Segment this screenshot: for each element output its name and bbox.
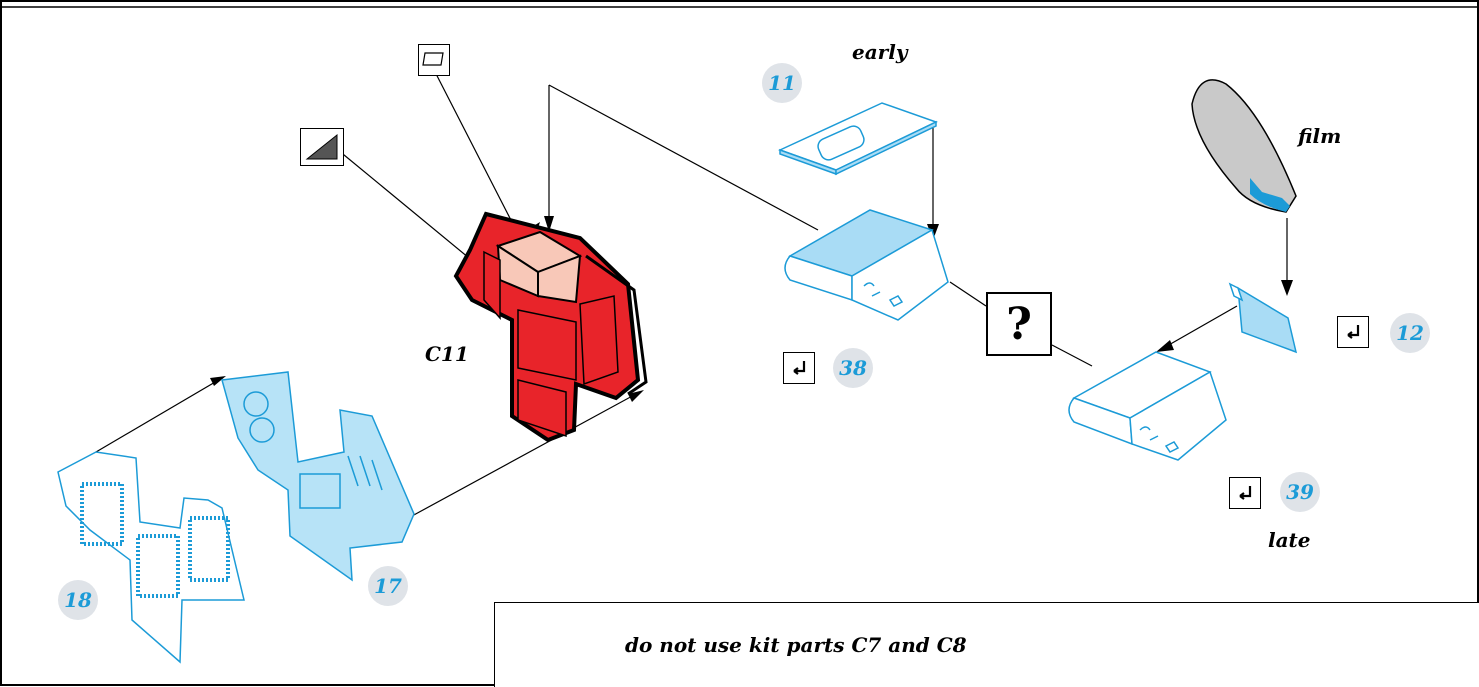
- part-number-11: 11: [762, 63, 802, 103]
- fold-bend-icon: [783, 352, 815, 384]
- label-early: early: [852, 40, 907, 64]
- film-strip: [1230, 284, 1296, 352]
- note-box: do not use kit parts C7 and C8: [494, 602, 1479, 687]
- part-number-12: 12: [1390, 313, 1430, 353]
- label-c11: C11: [425, 342, 469, 366]
- fold-bend-icon: [1337, 316, 1369, 348]
- film-sheet: [1192, 80, 1296, 212]
- question-icon: ?: [986, 292, 1052, 356]
- mesh-screen-icon: [300, 128, 344, 166]
- panel-17: [222, 372, 414, 580]
- panel-18: [58, 452, 244, 662]
- part-number-39: 39: [1280, 472, 1320, 512]
- clear-film-icon: [418, 44, 450, 76]
- console-late: [1069, 352, 1226, 460]
- question-mark: ?: [1006, 299, 1032, 350]
- note-text: do not use kit parts C7 and C8: [625, 633, 967, 657]
- fold-bend-icon: [1229, 477, 1261, 509]
- part-number-17: 17: [368, 566, 408, 606]
- part-number-38: 38: [833, 348, 873, 388]
- label-film: film: [1298, 124, 1341, 148]
- seat-part-c11: [456, 214, 646, 440]
- console-early: [785, 210, 948, 320]
- label-late: late: [1268, 528, 1311, 552]
- early-decal-sheet: [780, 103, 936, 174]
- part-number-18: 18: [58, 580, 98, 620]
